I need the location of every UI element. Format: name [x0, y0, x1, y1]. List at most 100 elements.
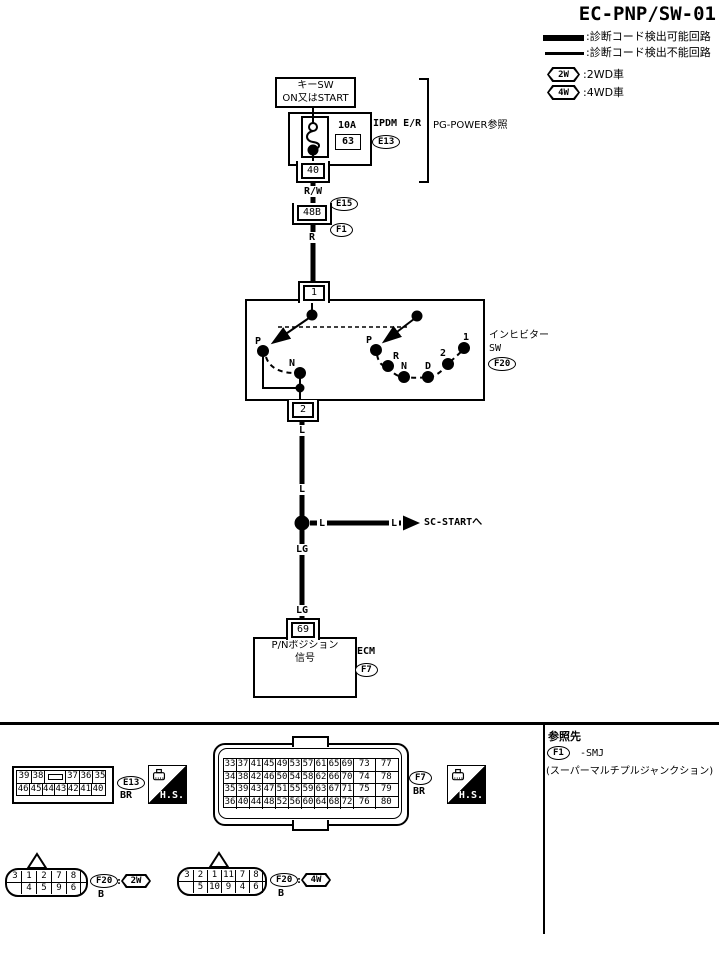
pin-cell: 41 — [78, 783, 92, 795]
switch-left-assembly — [257, 302, 407, 402]
f20-2w-midline — [7, 881, 86, 883]
sw-pos-left-p: P — [254, 336, 262, 347]
pin-cell: 7 — [51, 871, 66, 882]
f20-4w-midline — [179, 880, 265, 882]
sw-pos-right-2: 2 — [439, 348, 447, 359]
pin-cell: 3 — [184, 870, 190, 880]
pin-cell: 66 — [328, 771, 341, 784]
pin-cell: 51 — [276, 784, 289, 797]
pin-cell: 43 — [54, 783, 67, 795]
pin-cell: 56 — [289, 797, 302, 809]
pin-cell: 61 — [315, 759, 328, 771]
pin-cell: 6 — [249, 882, 263, 893]
pin-cell: 9 — [51, 883, 66, 894]
sw-pos-right-n: N — [400, 361, 408, 372]
f20-4w-tag: 4W — [301, 873, 331, 887]
hs-marker-e13: H.S. — [148, 765, 187, 804]
pin-cell: 1 — [21, 871, 36, 882]
pin-cell: 33 — [224, 759, 237, 771]
pin-cell: 71 — [341, 784, 354, 797]
legend-4w-label: :4WD車 — [583, 86, 625, 99]
pin-cell: 72 — [341, 797, 354, 809]
page-title: EC-PNP/SW-01 — [578, 3, 716, 25]
connector-glyph-icon — [451, 768, 465, 781]
pin-cell: 45 — [263, 759, 276, 771]
pin-cell: 52 — [276, 797, 289, 809]
pg-power-ref: PG-POWER参照 — [433, 120, 508, 131]
pin-cell: 3 — [12, 871, 18, 881]
e13-color: BR — [120, 790, 133, 801]
pin-cell: 37 — [65, 771, 79, 783]
pin-cell: 67 — [328, 784, 341, 797]
f20-2w-tag: 2W — [121, 874, 151, 888]
f20-4w-index-triangle — [208, 851, 230, 868]
pin-cell: 5 — [36, 883, 51, 894]
inhibitor-name-2: SW — [489, 343, 502, 354]
inhibitor-name: インヒビター — [489, 330, 549, 341]
pin-2: 2 — [287, 400, 319, 422]
connector-ref-e13: E13 — [372, 135, 401, 149]
f20-4w-colon: : — [296, 875, 303, 886]
pin-cell: 44 — [250, 797, 263, 809]
pin-cell: 4 — [21, 883, 36, 894]
pin-cell: 37 — [237, 759, 250, 771]
pin-cell: 10 — [207, 882, 221, 893]
branch-label-l-2: L — [388, 518, 400, 529]
e13-id-badge: E13 — [117, 776, 146, 790]
legend-detectable-label: :診断コード検出可能回路 — [586, 30, 711, 43]
pin-cell: 68 — [328, 797, 341, 809]
f7-bottom-tab — [292, 820, 329, 831]
pin-cell: 7 — [235, 870, 249, 881]
pin-cell: 2 — [193, 870, 207, 881]
ecm-name: ECM — [357, 646, 376, 657]
pin-cell: 73 — [354, 759, 376, 771]
f7-top-tab — [292, 736, 329, 747]
fuse-symbol — [301, 116, 329, 162]
pin-cell: 46 — [263, 771, 276, 784]
pin-cell: 54 — [289, 771, 302, 784]
connector-glyph-icon — [152, 768, 166, 781]
sw-pos-right-d: D — [424, 361, 432, 372]
pin-cell — [44, 771, 65, 783]
pin-cell: 42 — [250, 771, 263, 784]
f20-2w-colon: : — [116, 876, 123, 887]
pin-69: 69 — [286, 618, 321, 640]
pin-cell: 42 — [66, 783, 79, 795]
sw-pos-left-n: N — [288, 358, 296, 369]
pin-cell: 75 — [354, 784, 376, 797]
legend-2w-tag: 2W — [547, 67, 580, 82]
legend-thick-line — [543, 35, 584, 41]
connector-ref-f7: F7 — [355, 663, 378, 677]
pin-cell: 2 — [36, 871, 51, 882]
pin-cell: 34 — [224, 771, 237, 784]
f20-2w-index-triangle — [26, 852, 48, 869]
legend-undetectable-label: :診断コード検出不能回路 — [586, 46, 711, 59]
pin-cell: 60 — [302, 797, 315, 809]
reference-heading: 参照先 — [548, 730, 581, 743]
sw-pos-right-p: P — [365, 335, 373, 346]
pin-cell: 62 — [315, 771, 328, 784]
pin-cell: 50 — [276, 771, 289, 784]
pin-cell: 57 — [302, 759, 315, 771]
pin-cell: 65 — [328, 759, 341, 771]
f20-4w-color: B — [278, 888, 285, 899]
keyway-slot — [47, 773, 63, 780]
pin-cell: 69 — [341, 759, 354, 771]
pin-cell: 5 — [193, 882, 207, 893]
f7-color: BR — [413, 786, 426, 797]
reference-sub: (スーパーマルチプルジャンクション) — [546, 766, 714, 777]
pin-cell: 35 — [92, 771, 107, 783]
pin-cell: 36 — [224, 797, 237, 809]
legend-thin-line — [545, 52, 584, 55]
branch-destination: SC-STARTへ — [424, 517, 483, 528]
pin-cell: 38 — [237, 771, 250, 784]
